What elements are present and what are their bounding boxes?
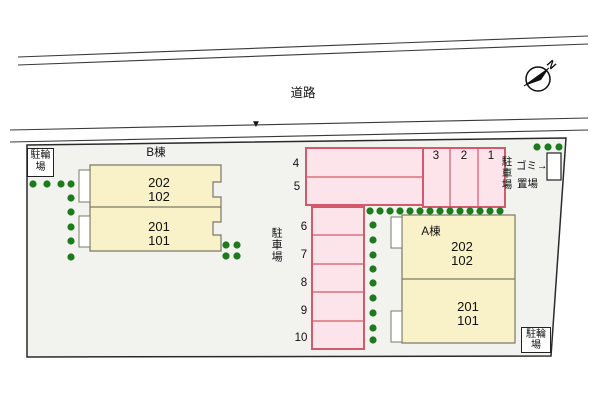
shrub-dot xyxy=(369,294,377,302)
bicycle-parking-right-box: 駐輪場 xyxy=(521,327,551,353)
garbage-box xyxy=(546,152,562,181)
unit-number: 201 xyxy=(148,219,170,234)
unit-number: 102 xyxy=(451,252,473,268)
shrub-dot xyxy=(369,324,377,332)
road-edge-line xyxy=(17,43,589,66)
parking-column-6-10 xyxy=(311,206,365,350)
parking-space-number-3: 3 xyxy=(432,150,440,162)
shrub-dot xyxy=(369,265,377,273)
building-a-upper-unit-numbers: 202 102 xyxy=(432,240,492,267)
shrub-dot xyxy=(426,207,434,215)
building-b-lower-unit-numbers: 201 101 xyxy=(129,220,189,247)
building-entrance-box xyxy=(390,310,403,343)
shrub-dot xyxy=(222,241,230,249)
unit-number: 102 xyxy=(148,188,170,204)
parking-space-number-6: 6 xyxy=(300,221,308,233)
building-entrance-box xyxy=(390,216,403,249)
shrub-dot xyxy=(369,251,377,259)
shrub-dot xyxy=(406,207,414,215)
road-edge-line xyxy=(9,117,589,131)
shrub-dot xyxy=(67,253,75,261)
shrub-dot xyxy=(396,207,404,215)
shrub-dot xyxy=(416,207,424,215)
shrub-dot xyxy=(57,180,65,188)
shrub-dot xyxy=(555,143,563,151)
unit-number: 202 xyxy=(451,239,473,254)
garbage-area-label-line1: ゴミ→ xyxy=(516,160,548,172)
shrub-dot xyxy=(43,180,51,188)
parking-space-number-8: 8 xyxy=(300,277,308,289)
shrub-dot xyxy=(67,194,75,202)
shrub-dot xyxy=(544,143,552,151)
shrub-dot xyxy=(446,207,454,215)
building-a-lower-unit-numbers: 201 101 xyxy=(438,300,498,327)
building-entrance-box xyxy=(78,169,91,203)
parking-space-number-2: 2 xyxy=(460,150,468,162)
unit-number: 202 xyxy=(148,175,170,190)
shrub-dot xyxy=(67,237,75,245)
bicycle-parking-left-box: 駐輪場 xyxy=(27,148,54,177)
unit-number: 101 xyxy=(148,232,170,248)
shrub-dot xyxy=(376,207,384,215)
shrub-dot xyxy=(476,207,484,215)
shrub-dot xyxy=(369,336,377,344)
shrub-dot xyxy=(456,207,464,215)
shrub-dot xyxy=(67,180,75,188)
building-b-outline xyxy=(89,164,222,252)
parking-lot-label-center: 駐車場 xyxy=(270,227,283,263)
shrub-dot xyxy=(466,207,474,215)
parking-space-number-9: 9 xyxy=(300,305,308,317)
building-b-upper-unit-numbers: 202 102 xyxy=(129,176,189,203)
shrub-dot xyxy=(233,252,241,260)
building-a-name: A棟 xyxy=(421,226,441,238)
shrub-dot xyxy=(369,236,377,244)
shrub-dot xyxy=(366,207,374,215)
compass-needle-edge xyxy=(523,67,550,87)
parking-space-number-7: 7 xyxy=(300,249,308,261)
road-label: 道路 xyxy=(290,86,316,100)
shrub-dot xyxy=(29,180,37,188)
building-entrance-box xyxy=(78,215,91,248)
parking-space-number-4: 4 xyxy=(292,158,300,170)
shrub-dot xyxy=(533,143,541,151)
shrub-dot xyxy=(369,309,377,317)
shrub-dot xyxy=(222,252,230,260)
shrub-dot xyxy=(486,207,494,215)
unit-number: 201 xyxy=(457,299,479,314)
parking-space-number-5: 5 xyxy=(293,181,301,193)
garbage-area-label-line2: 置場 xyxy=(517,178,538,190)
shrub-dot xyxy=(496,207,504,215)
shrub-dot xyxy=(369,279,377,287)
shrub-dot xyxy=(369,221,377,229)
building-b-name: B棟 xyxy=(146,147,166,159)
parking-lot-label-right: 駐車場 xyxy=(500,156,513,191)
road-edge-line xyxy=(9,129,589,143)
shrub-dot xyxy=(436,207,444,215)
shrub-dot xyxy=(67,208,75,216)
entrance-marker-icon: ▼ xyxy=(251,119,261,130)
parking-space-number-10: 10 xyxy=(294,332,308,344)
parking-block-3-2-1 xyxy=(422,147,506,208)
shrub-dot xyxy=(386,207,394,215)
road-edge-line xyxy=(17,35,589,58)
unit-number: 101 xyxy=(457,312,479,328)
shrub-dot xyxy=(233,241,241,249)
shrub-dot xyxy=(67,223,75,231)
parking-space-number-1: 1 xyxy=(487,150,495,162)
